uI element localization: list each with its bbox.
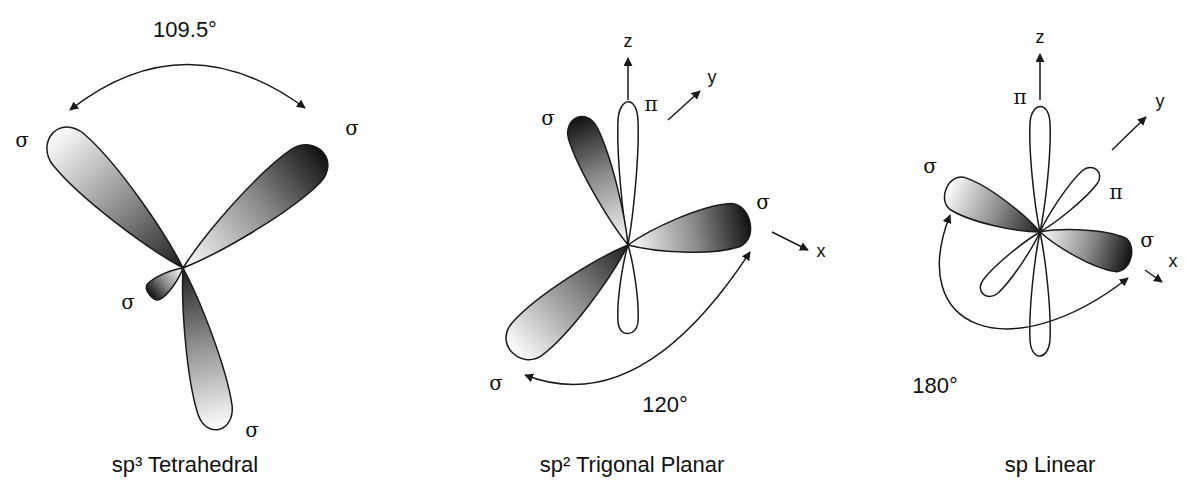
axis-arrow bbox=[1112, 117, 1146, 150]
orbital-label: σ bbox=[756, 191, 770, 213]
orbital-label: σ bbox=[923, 155, 937, 177]
orbital-label: π bbox=[644, 93, 657, 115]
orbital-label: σ bbox=[121, 291, 135, 313]
axis-label: y bbox=[708, 68, 717, 88]
sigma-lobe bbox=[165, 264, 237, 433]
axis-arrow bbox=[772, 232, 808, 250]
sigma-lobe bbox=[36, 117, 199, 283]
pi-lobe bbox=[1030, 107, 1050, 232]
hybrid-title: sp² Trigonal Planar bbox=[540, 453, 725, 477]
orbital-label: σ bbox=[15, 129, 29, 151]
orbital-label: σ bbox=[1140, 229, 1154, 251]
axis-arrow bbox=[1145, 270, 1162, 282]
axis-label: x bbox=[1169, 252, 1178, 272]
orbital-label: σ bbox=[245, 419, 259, 441]
orbital-label: σ bbox=[541, 107, 555, 129]
angle-arc bbox=[525, 252, 750, 385]
angle-label: 120° bbox=[642, 393, 688, 417]
sigma-lobe bbox=[169, 135, 338, 286]
orbital-label: π bbox=[1109, 181, 1122, 203]
axis-label: z bbox=[624, 32, 633, 52]
orbital-label: σ bbox=[489, 372, 503, 394]
pi-lobe bbox=[1032, 163, 1104, 239]
axis-arrow bbox=[1039, 54, 1041, 100]
pi-lobe bbox=[976, 225, 1048, 301]
angle-arc bbox=[70, 64, 305, 110]
axis-label: z bbox=[1036, 28, 1045, 48]
angle-label: 180° bbox=[912, 374, 958, 398]
angle-arc bbox=[939, 215, 1128, 329]
sigma-lobe bbox=[624, 200, 754, 267]
hybrid-title: sp³ Tetrahedral bbox=[112, 453, 258, 477]
axis-label: x bbox=[817, 242, 826, 262]
sigma-lobe bbox=[497, 228, 643, 369]
hybrid-title: sp Linear bbox=[1005, 453, 1096, 477]
axis-label: y bbox=[1156, 92, 1165, 112]
sigma-lobe bbox=[562, 112, 643, 251]
sigma-lobe bbox=[939, 172, 1048, 249]
axis-arrow bbox=[668, 91, 700, 120]
angle-label: 109.5° bbox=[153, 18, 217, 42]
orbital-label: π bbox=[1013, 86, 1026, 108]
pi-lobe bbox=[1030, 232, 1050, 356]
orbital-label: σ bbox=[345, 117, 359, 139]
axis-arrow bbox=[627, 58, 629, 100]
sigma-lobe bbox=[1035, 215, 1136, 276]
